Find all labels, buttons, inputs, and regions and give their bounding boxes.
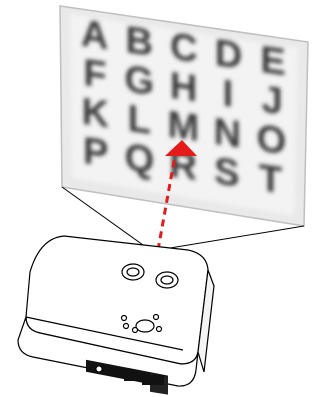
projector-button-5 [157,327,162,332]
projector-button-4 [154,315,159,320]
screen-letter-q: Q [125,135,155,182]
port-bottom [142,375,164,385]
projector-icon [18,236,214,386]
projector-button-1 [122,316,127,321]
screen-letter-t: T [259,156,282,202]
port-round [96,366,102,372]
screen-letter-s: S [214,149,239,195]
beam-line-right [158,226,304,250]
projector-control-pad [136,320,154,332]
projector-button-3 [133,328,138,333]
port-small [124,371,136,381]
screen-letter-j: J [262,78,283,124]
screen-letter-i: I [223,72,234,116]
projector-lens-left-inner [127,268,139,276]
screen-letter-p: P [83,129,108,175]
screen-letter-d: D [215,31,242,78]
projector-button-2 [124,324,129,329]
projector-lens-right-inner [161,276,173,284]
